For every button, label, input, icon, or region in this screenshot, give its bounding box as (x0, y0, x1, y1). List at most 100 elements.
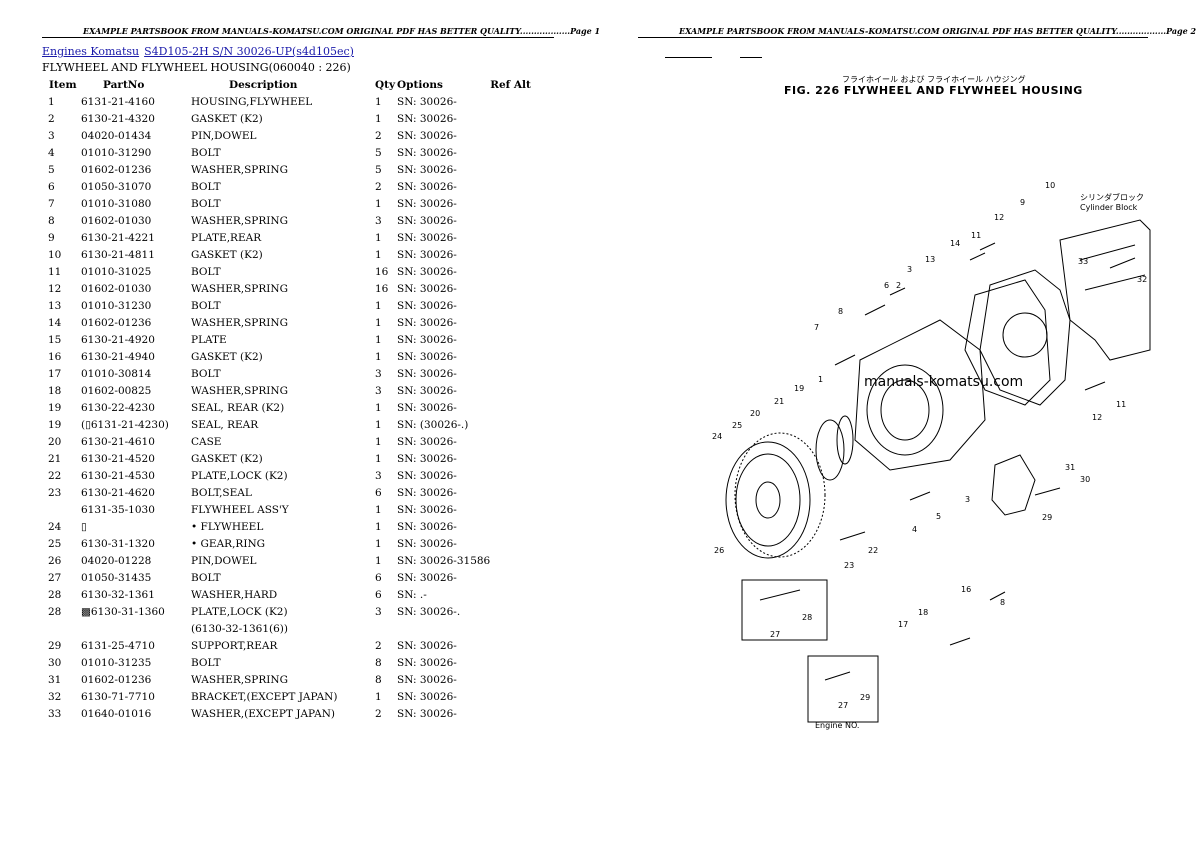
cell-refalt (490, 280, 540, 297)
cell-refalt (490, 603, 540, 620)
callout-14: 14 (950, 239, 960, 248)
cell-options: SN: 30026-. (397, 605, 461, 618)
cell-qty: 1 (375, 401, 382, 414)
cell-item: 29 (48, 639, 62, 652)
cell-partno: 01010-31080 (81, 197, 152, 210)
cell-item: 3 (48, 129, 55, 142)
cell-partno: 6130-21-4940 (81, 350, 155, 363)
callout-26: 26 (714, 546, 724, 555)
callout-11: 11 (971, 231, 981, 240)
cell-item: 8 (48, 214, 55, 227)
cell-refalt (490, 144, 540, 161)
cell-options: SN: 30026- (397, 452, 457, 465)
cell-refalt (490, 348, 540, 365)
cell-partno: 6130-32-1361 (81, 588, 155, 601)
cell-refalt (490, 382, 540, 399)
cell-description: WASHER,SPRING (191, 673, 288, 686)
cell-description: • FLYWHEEL (191, 520, 264, 533)
cell-options: SN: 30026- (397, 401, 457, 414)
cell-refalt (490, 178, 540, 195)
cell-qty: 16 (375, 282, 389, 295)
page2-header: EXAMPLE PARTSBOOK FROM MANUALS-KOMATSU.C… (679, 26, 1196, 36)
cell-partno: 01050-31435 (81, 571, 152, 584)
cell-qty: 1 (375, 537, 382, 550)
col-header-refalt: Ref Alt (490, 78, 531, 91)
cell-refalt (490, 586, 540, 603)
cell-partno: 6130-21-4620 (81, 486, 155, 499)
cell-options: SN: 30026- (397, 503, 457, 516)
cell-description: WASHER,HARD (191, 588, 278, 601)
callout-24: 24 (712, 432, 722, 441)
cell-refalt (490, 127, 540, 144)
cell-partno: 01010-31290 (81, 146, 152, 159)
breadcrumb-link-model[interactable]: S4D105-2H S/N 30026-UP(s4d105ec) (144, 45, 354, 58)
cell-options (397, 620, 490, 637)
cell-item: 13 (48, 299, 62, 312)
cell-item: 18 (48, 384, 62, 397)
cell-refalt (490, 569, 540, 586)
cell-refalt (490, 416, 540, 433)
col-header-item: Item (49, 78, 77, 91)
cell-item: 21 (48, 452, 62, 465)
callout-3b: 3 (965, 495, 970, 504)
cell-options: SN: 30026- (397, 248, 457, 261)
cell-item: 32 (48, 690, 62, 703)
cell-refalt (490, 246, 540, 263)
cell-qty: 2 (375, 639, 382, 652)
cell-options: SN: 30026- (397, 146, 457, 159)
cell-partno: 6130-21-4520 (81, 452, 155, 465)
cell-partno (81, 620, 191, 637)
cell-qty: 1 (375, 316, 382, 329)
cell-qty: 5 (375, 163, 382, 176)
rear-plate-outline (979, 269, 1071, 406)
cell-options: SN: 30026- (397, 333, 457, 346)
cell-partno: 6130-21-4221 (81, 231, 155, 244)
cell-refalt (490, 110, 540, 127)
cell-partno: 04020-01228 (81, 554, 152, 567)
callout-8b: 8 (1000, 598, 1005, 607)
cell-description: GASKET (K2) (191, 248, 263, 261)
cell-description: BRACKET,(EXCEPT JAPAN) (191, 690, 338, 703)
cell-description: BOLT,SEAL (191, 486, 252, 499)
cell-description: CASE (191, 435, 222, 448)
cell-item: 33 (48, 707, 62, 720)
cell-qty: 1 (375, 435, 382, 448)
cell-item: 31 (48, 673, 62, 686)
gasket-outline (964, 279, 1051, 406)
page2-header-rule (638, 37, 1148, 38)
cell-refalt (490, 688, 540, 705)
col-header-options: Options (397, 78, 443, 91)
cell-qty: 2 (375, 707, 382, 720)
callout-18: 18 (918, 608, 928, 617)
cell-refalt (490, 314, 540, 331)
cell-description: GASKET (K2) (191, 112, 263, 125)
breadcrumb-link-engines[interactable]: Engines Komatsu (42, 45, 140, 58)
page1-header: EXAMPLE PARTSBOOK FROM MANUALS-KOMATSU.C… (83, 26, 601, 36)
cell-item: 23 (48, 486, 62, 499)
cell-qty: 1 (375, 350, 382, 363)
cell-refalt (490, 297, 540, 314)
cell-qty: 1 (375, 299, 382, 312)
cell-refalt (490, 195, 540, 212)
callout-12: 12 (994, 213, 1004, 222)
cell-partno: 01010-31235 (81, 656, 152, 669)
cell-options: SN: 30026- (397, 537, 457, 550)
cell-refalt (490, 705, 540, 722)
exploded-parts-diagram: 10 9 12 11 14 13 3 2 33 32 6 8 7 1 12 11… (712, 181, 1151, 730)
cell-qty: 6 (375, 571, 382, 584)
cell-partno: 6131-25-4710 (81, 639, 155, 652)
cell-refalt (490, 535, 540, 552)
callout-labels: 10 9 12 11 14 13 3 2 33 32 6 8 7 1 12 11… (712, 181, 1147, 730)
cell-partno: 6130-21-4811 (81, 248, 155, 261)
